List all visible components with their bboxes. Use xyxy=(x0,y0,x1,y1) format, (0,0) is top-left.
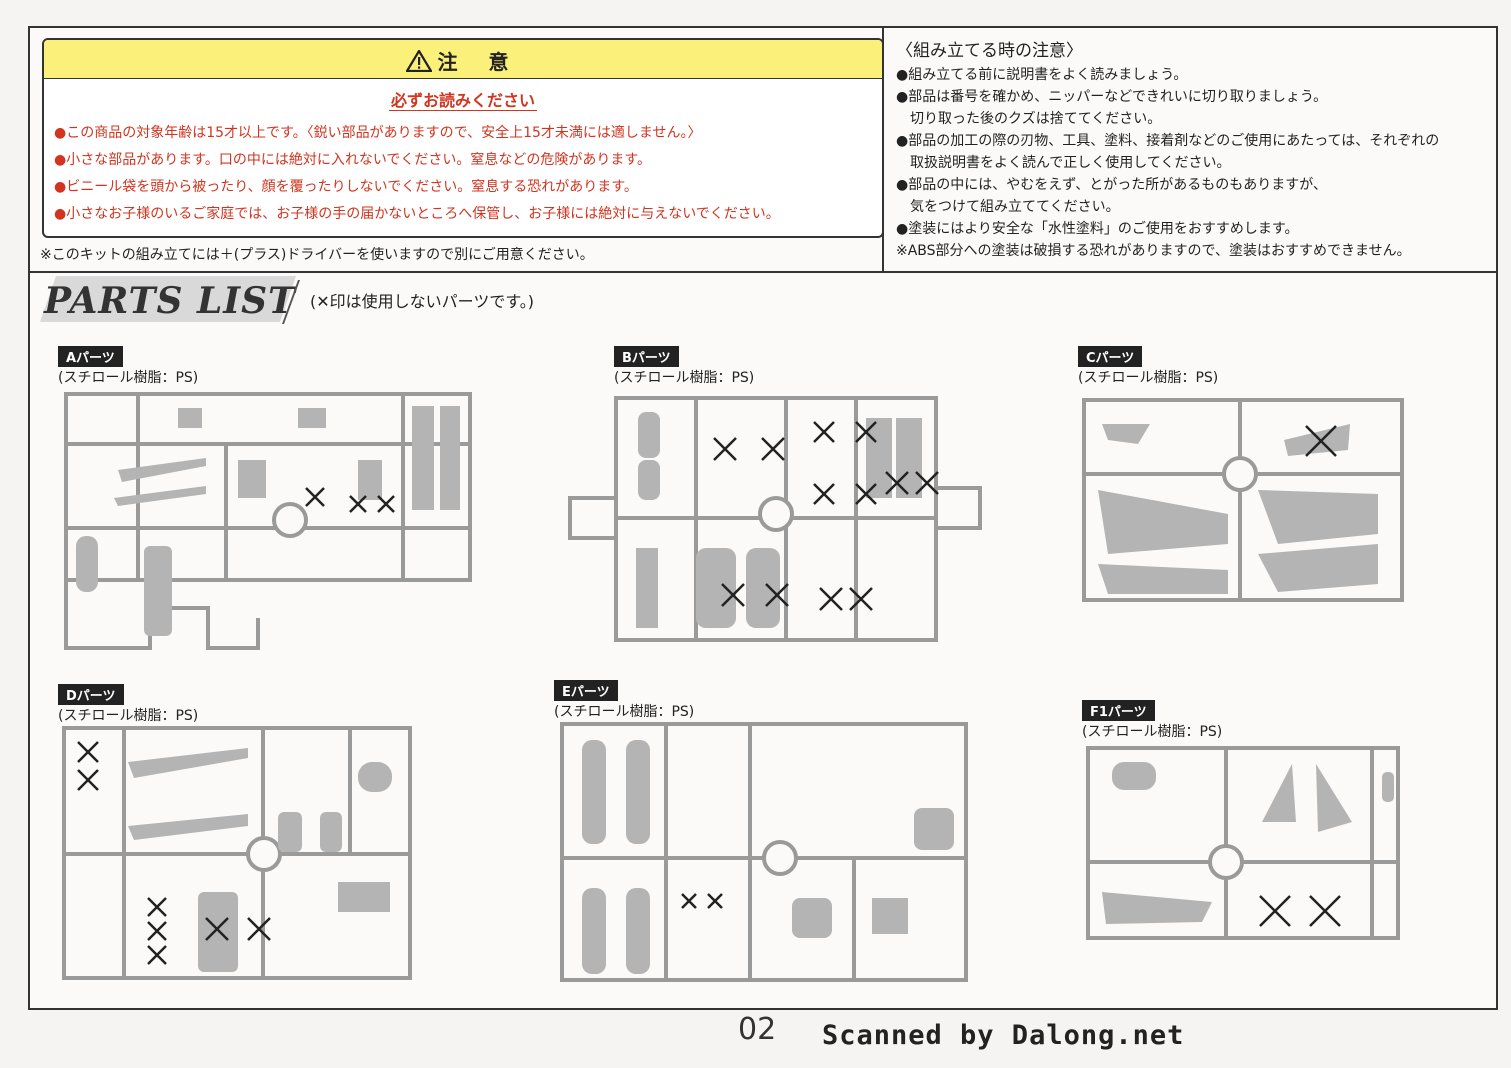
parts-list-banner xyxy=(40,276,296,322)
caution-subtitle: 必ずお読みください xyxy=(388,91,537,111)
assembly-item: 取扱説明書をよく読んで正しく使用してください。 xyxy=(896,155,1231,171)
group-material: (スチロール樹脂：PS) xyxy=(1078,370,1219,386)
assembly-item: ●部品の加工の際の刃物、工具、塗料、接着剤などのご使用にあたっては、それぞれの xyxy=(896,133,1440,149)
parts-group-c: Cパーツ (スチロール樹脂：PS) xyxy=(1078,346,1218,387)
assembly-item: ●部品は番号を確かめ、ニッパーなどできれいに切り取りましょう。 xyxy=(896,89,1328,105)
divider xyxy=(882,28,884,271)
assembly-item: 切り取った後のクズは捨ててください。 xyxy=(896,111,1162,127)
caution-item: ●小さな部品があります。口の中には絶対に入れないでください。窒息などの危険があり… xyxy=(54,152,651,168)
assembly-item: ●塗装にはより安全な「水性塗料」のご使用をおすすめします。 xyxy=(896,221,1299,237)
parts-list-title: PARTS LIST xyxy=(44,280,296,322)
assembly-notes: 〈組み立てる時の注意〉 ●組み立てる前に説明書をよく読みましょう。 ●部品は番号… xyxy=(896,36,1486,262)
group-label: Bパーツ xyxy=(614,346,679,367)
assembly-item: ●組み立てる前に説明書をよく読みましょう。 xyxy=(896,67,1188,83)
sprue-a-diagram xyxy=(64,392,472,650)
assembly-item: 気をつけて組み立ててください。 xyxy=(896,199,1120,215)
notices-section: 注 意 必ずお読みください ●この商品の対象年齢は15才以上です。〈鋭い部品があ… xyxy=(30,28,1496,273)
sprue-f1-diagram xyxy=(1086,746,1400,940)
caution-box: 注 意 必ずお読みください ●この商品の対象年齢は15才以上です。〈鋭い部品があ… xyxy=(42,38,884,238)
caution-item: ●ビニール袋を頭から被ったり、顔を覆ったりしないでください。窒息する恐れがありま… xyxy=(54,179,638,195)
group-label: F1パーツ xyxy=(1082,700,1155,721)
sprue-b-diagram xyxy=(568,396,982,642)
assembly-title: 〈組み立てる時の注意〉 xyxy=(896,41,1083,61)
sprue-c-diagram xyxy=(1082,398,1404,602)
caution-title: 注 意 xyxy=(437,50,521,74)
parts-group-f1: F1パーツ (スチロール樹脂：PS) xyxy=(1082,700,1222,741)
group-label: Aパーツ xyxy=(58,346,123,367)
group-material: (スチロール樹脂：PS) xyxy=(554,704,695,720)
parts-group-d: Dパーツ (スチロール樹脂：PS) xyxy=(58,684,198,725)
caution-header: 注 意 xyxy=(44,40,882,79)
group-material: (スチロール樹脂：PS) xyxy=(1082,724,1223,740)
parts-group-e: Eパーツ (スチロール樹脂：PS) xyxy=(554,680,694,721)
sprue-e-diagram xyxy=(560,722,968,982)
group-material: (スチロール樹脂：PS) xyxy=(58,708,199,724)
tool-note: ※このキットの組み立てには＋(プラス)ドライバーを使いますので別にご用意ください… xyxy=(40,247,594,263)
caution-item: ●小さなお子様のいるご家庭では、お子様の手の届かないところへ保管し、お子様には絶… xyxy=(54,206,780,222)
parts-group-a: Aパーツ (スチロール樹脂：PS) xyxy=(58,346,198,387)
scan-credit: Scanned by Dalong.net xyxy=(822,1020,1185,1051)
page-number: 02 xyxy=(738,1012,777,1047)
parts-group-b: Bパーツ (スチロール樹脂：PS) xyxy=(614,346,754,387)
sprue-d-diagram xyxy=(62,726,412,980)
parts-list-note: (✕印は使用しないパーツです。) xyxy=(310,292,534,311)
instruction-page: 注 意 必ずお読みください ●この商品の対象年齢は15才以上です。〈鋭い部品があ… xyxy=(28,26,1498,1010)
assembly-item: ※ABS部分への塗装は破損する恐れがありますので、塗装はおすすめできません。 xyxy=(896,243,1411,259)
warning-triangle-icon xyxy=(404,48,433,73)
group-material: (スチロール樹脂：PS) xyxy=(58,370,199,386)
caution-item: ●この商品の対象年齢は15才以上です。〈鋭い部品がありますので、安全上15才未満… xyxy=(54,125,702,141)
group-label: Eパーツ xyxy=(554,680,618,701)
group-label: Dパーツ xyxy=(58,684,124,705)
group-label: Cパーツ xyxy=(1078,346,1143,367)
group-material: (スチロール樹脂：PS) xyxy=(614,370,755,386)
assembly-item: ●部品の中には、やむをえず、とがった所があるものもありますが、 xyxy=(896,177,1327,193)
